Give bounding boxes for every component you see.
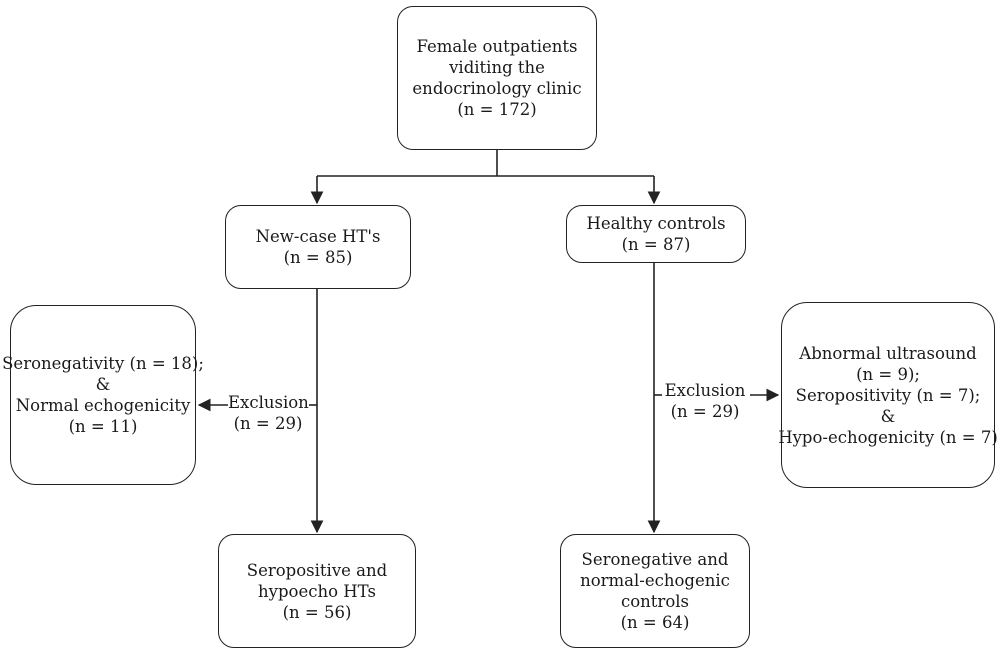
controls-final-node-line: controls bbox=[621, 592, 689, 611]
root-node-line: viditing the bbox=[449, 58, 545, 77]
ht-final-node-line: (n = 56) bbox=[282, 602, 352, 622]
controls-final-node-line: Seronegative and bbox=[581, 550, 729, 569]
new-case-ht-node-line: New-case HT's bbox=[255, 227, 381, 246]
ht-exclusion-label: Exclusion (n = 29) bbox=[228, 392, 309, 434]
controls-excluded-node-line: Hypo-echogenicity (n = 7) bbox=[778, 427, 998, 447]
root-node-line: endocrinology clinic bbox=[412, 79, 582, 98]
controls-excluded-node-line: & bbox=[880, 406, 896, 426]
ht-excluded-node-line: & bbox=[95, 375, 111, 394]
controls-excluded-node-line: Seropositivity (n = 7); bbox=[795, 385, 981, 405]
controls-exclusion-label: Exclusion (n = 29) bbox=[662, 380, 748, 422]
ht-excluded-node-line: Seronegativity (n = 18); bbox=[2, 354, 204, 373]
controls-excluded-node-line: (n = 9); bbox=[856, 364, 920, 384]
healthy-controls-node-line: Healthy controls bbox=[586, 214, 726, 233]
root-node: Female outpatients viditing the endocrin… bbox=[397, 6, 597, 150]
new-case-ht-node: New-case HT's (n = 85) bbox=[225, 205, 411, 289]
ht-final-node-line: Seropositive and bbox=[246, 560, 388, 580]
healthy-controls-node-line: (n = 87) bbox=[621, 235, 691, 254]
ht-final-node: Seropositive and hypoecho HTs (n = 56) bbox=[218, 534, 416, 648]
root-node-line: Female outpatients bbox=[416, 37, 578, 56]
controls-final-node-line: normal-echogenic bbox=[580, 571, 730, 590]
ht-exclusion-label-line: (n = 29) bbox=[233, 414, 303, 433]
controls-excluded-node-line: Abnormal ultrasound bbox=[799, 343, 977, 363]
ht-exclusion-label-line: Exclusion bbox=[228, 393, 309, 412]
new-case-ht-node-line: (n = 85) bbox=[283, 248, 353, 267]
controls-final-node: Seronegative and normal-echogenic contro… bbox=[560, 534, 750, 648]
ht-final-node-line: hypoecho HTs bbox=[258, 581, 376, 601]
controls-exclusion-label-line: Exclusion bbox=[664, 381, 746, 400]
ht-excluded-node-line: Normal echogenicity bbox=[15, 396, 191, 415]
controls-exclusion-label-line: (n = 29) bbox=[670, 402, 740, 421]
ht-excluded-node-line: (n = 11) bbox=[68, 417, 138, 436]
root-node-line: (n = 172) bbox=[457, 100, 537, 119]
healthy-controls-node: Healthy controls (n = 87) bbox=[566, 205, 746, 263]
ht-excluded-node: Seronegativity (n = 18); & Normal echoge… bbox=[2, 305, 204, 485]
controls-final-node-line: (n = 64) bbox=[620, 613, 690, 632]
controls-excluded-node: Abnormal ultrasound (n = 9); Seropositiv… bbox=[778, 302, 998, 488]
